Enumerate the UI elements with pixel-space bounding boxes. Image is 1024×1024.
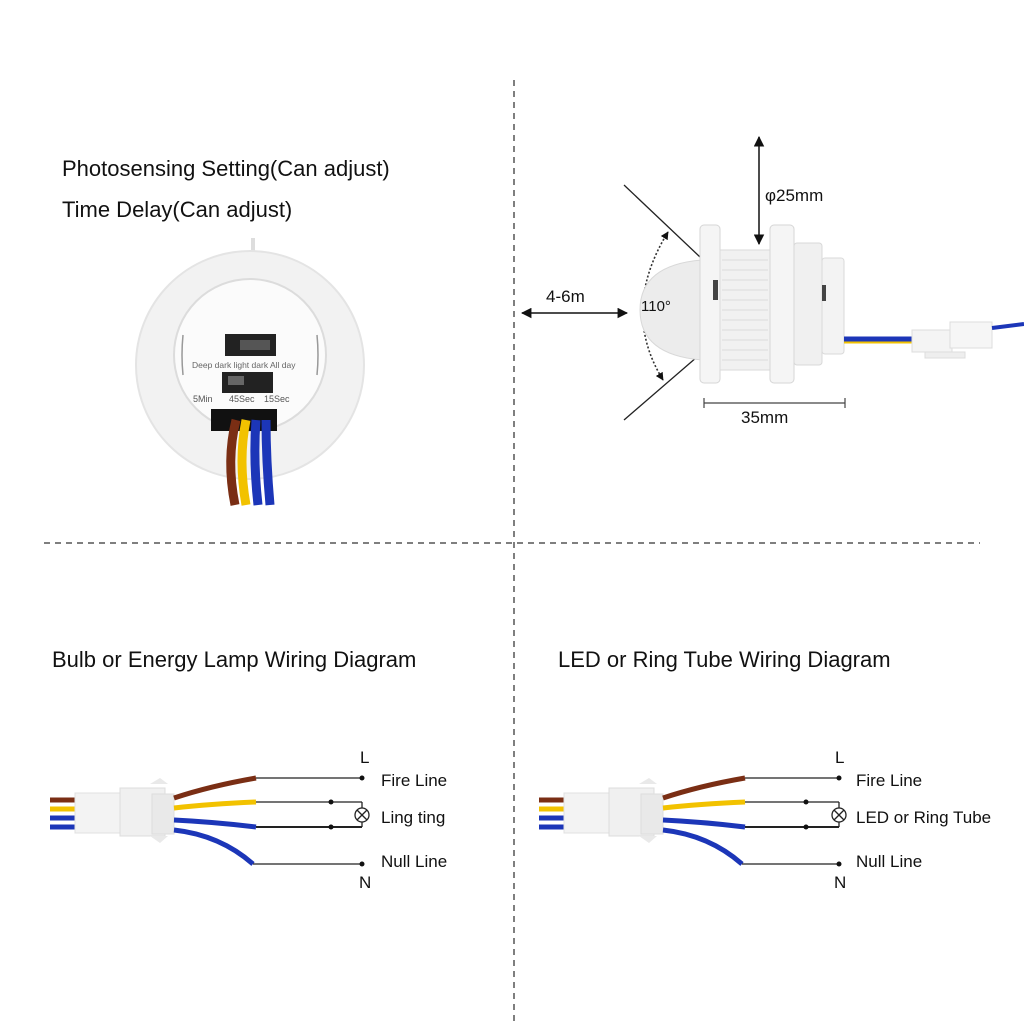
range-label: 4-6m: [546, 287, 585, 306]
rear-cap: [821, 257, 845, 355]
view-cone-lower: [623, 356, 698, 421]
connector-body: [563, 792, 613, 834]
length-label: 35mm: [741, 408, 789, 427]
sensor-wire-brown: [226, 418, 241, 506]
time-label-45sec: 45Sec: [229, 394, 255, 404]
lamp-symbol-icon: [354, 807, 370, 823]
fire-line-label: Fire Line: [856, 771, 923, 790]
null-line-label: Null Line: [381, 852, 448, 871]
terminal-l: L: [360, 748, 370, 767]
wire-brown: [173, 775, 257, 801]
angle-label: 110°: [641, 298, 671, 315]
bulb-wiring-title: Bulb or Energy Lamp Wiring Diagram: [52, 647, 417, 672]
photosensing-title: Photosensing Setting(Can adjust): [62, 156, 390, 181]
led-wiring-title: LED or Ring Tube Wiring Diagram: [558, 647, 891, 672]
photosensing-switch-label: Deep dark light dark All day: [192, 360, 296, 370]
terminal-n: N: [359, 873, 372, 892]
wire-blue-1: [662, 817, 746, 830]
time-label-15sec: 15Sec: [264, 394, 290, 404]
wire-yellow: [662, 799, 746, 811]
lamp-symbol-icon: [831, 807, 847, 823]
wire-yellow: [173, 799, 257, 811]
sensor-dome: [639, 259, 703, 361]
wire-brown: [662, 775, 746, 801]
time-label-5min: 5Min: [193, 394, 213, 404]
diameter-label: φ25mm: [765, 186, 824, 205]
terminal-l: L: [835, 748, 845, 767]
sensor-wire-yellow: [237, 419, 251, 506]
null-line-label: Null Line: [856, 852, 923, 871]
fire-line-label: Fire Line: [381, 771, 448, 790]
wire-blue-2: [662, 827, 744, 866]
wire-blue-1: [173, 817, 257, 830]
sensor-wire-blue-2: [261, 419, 275, 506]
load-label: Ling ting: [381, 808, 446, 827]
time-delay-title: Time Delay(Can adjust): [62, 197, 293, 222]
terminal-n: N: [834, 873, 847, 892]
load-label: LED or Ring Tube: [856, 808, 992, 827]
view-cone-upper: [623, 184, 701, 258]
wire-blue-2: [173, 827, 255, 866]
sensor-wire-blue-1: [250, 419, 263, 506]
